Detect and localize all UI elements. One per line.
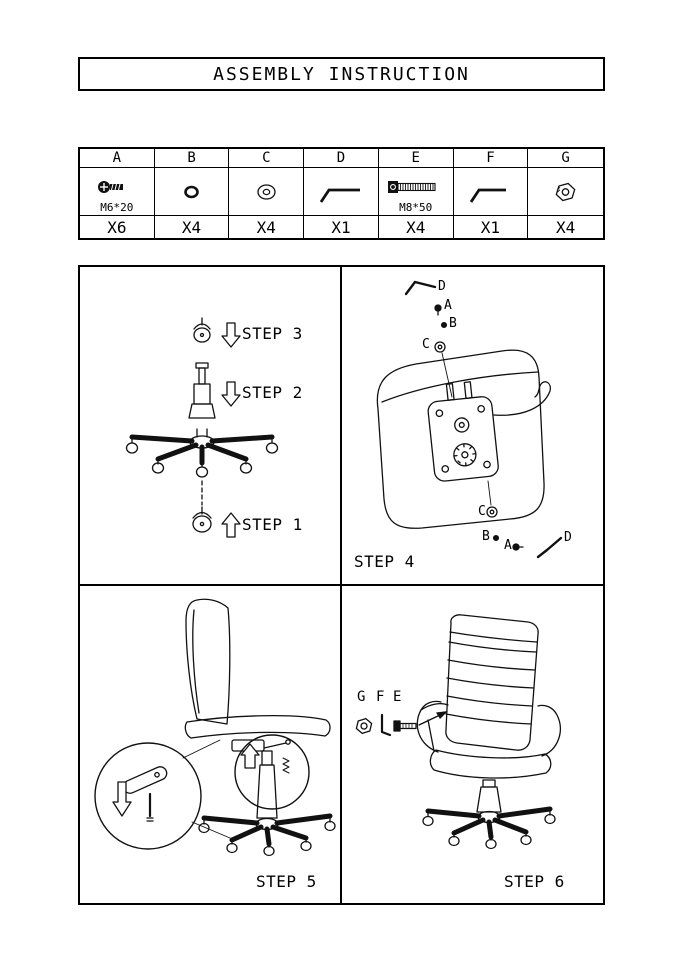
part-icon-cell-a: M6*20 — [80, 168, 155, 216]
part-icon-cell-f — [453, 168, 529, 216]
callout-b-top: B — [449, 316, 457, 331]
flat-washer-icon — [257, 183, 276, 200]
part-icon-cell-e: M8*50 — [378, 168, 454, 216]
callout-c-top: C — [422, 337, 430, 352]
parts-table: A B C D E F G M6*20 — [78, 147, 605, 240]
allen-key-icon — [320, 188, 361, 203]
step-panels: STEP 3 STEP 2 STEP 1 — [78, 265, 605, 905]
tool-letter-g: G — [357, 689, 366, 705]
callout-d-bottom: D — [564, 530, 572, 545]
callout-c-bottom: C — [478, 504, 486, 519]
cap-nut-icon — [555, 182, 576, 201]
step-3-label: STEP 3 — [242, 324, 303, 343]
part-icon-cell-c — [229, 168, 305, 216]
panel-step-6: G F E STEP 6 — [342, 586, 603, 903]
part-label-d: D — [304, 149, 379, 168]
part-icon-cell-g — [528, 168, 603, 216]
part-label-e: E — [378, 149, 454, 168]
part-qty-f: X1 — [454, 216, 529, 238]
panel-steps-1-3: STEP 3 STEP 2 STEP 1 — [80, 267, 340, 584]
assembly-direction-arrows — [221, 322, 241, 538]
base-assembly-illustration — [125, 317, 279, 538]
callout-a-bottom: A — [504, 538, 512, 553]
step-6-label: STEP 6 — [504, 872, 565, 891]
step-4-label: STEP 4 — [354, 552, 415, 571]
pan-head-screw-icon — [98, 181, 124, 193]
assembly-direction-arrows — [112, 743, 260, 817]
tool-letter-f: F — [376, 689, 385, 705]
part-qty-d: X1 — [304, 216, 379, 238]
spring-washer-icon — [184, 185, 199, 198]
part-label-f: F — [453, 149, 529, 168]
part-label-g: G — [528, 149, 603, 168]
part-label-b: B — [154, 149, 230, 168]
pointer-arrowhead — [436, 711, 448, 719]
callout-a-top: A — [444, 298, 452, 313]
part-label-a: A — [80, 149, 155, 168]
part-qty-g: X4 — [556, 217, 576, 237]
part-label-c: C — [229, 149, 305, 168]
part-icon-cell-d — [304, 168, 379, 216]
title-box: ASSEMBLY INSTRUCTION — [78, 57, 605, 91]
panel-step-4: D A B C C B A D STEP 4 — [342, 267, 603, 584]
backrest-mount-illustration — [94, 598, 336, 857]
step-5-label: STEP 5 — [256, 872, 317, 891]
seat-mechanism-illustration — [376, 280, 563, 559]
allen-key-icon — [469, 188, 506, 203]
part-qty-c: X4 — [229, 216, 305, 238]
part-qty-e: X4 — [379, 216, 454, 238]
part-spec-a: M6*20 — [100, 201, 134, 214]
step-1-label: STEP 1 — [242, 515, 303, 534]
callout-d-top: D — [438, 279, 446, 294]
step-2-label: STEP 2 — [242, 383, 303, 402]
callout-b-bottom: B — [482, 529, 490, 544]
tool-letter-e: E — [393, 689, 402, 705]
part-spec-e: M8*50 — [399, 201, 433, 214]
finished-chair-illustration — [355, 614, 561, 850]
socket-bolt-icon — [388, 181, 436, 193]
panel-step-5: STEP 5 — [80, 586, 340, 903]
part-qty-b: X4 — [155, 216, 230, 238]
page-title: ASSEMBLY INSTRUCTION — [213, 63, 470, 85]
part-icon-cell-b — [154, 168, 230, 216]
part-qty-a: X6 — [80, 216, 155, 238]
panel-divider-horizontal — [80, 584, 603, 586]
